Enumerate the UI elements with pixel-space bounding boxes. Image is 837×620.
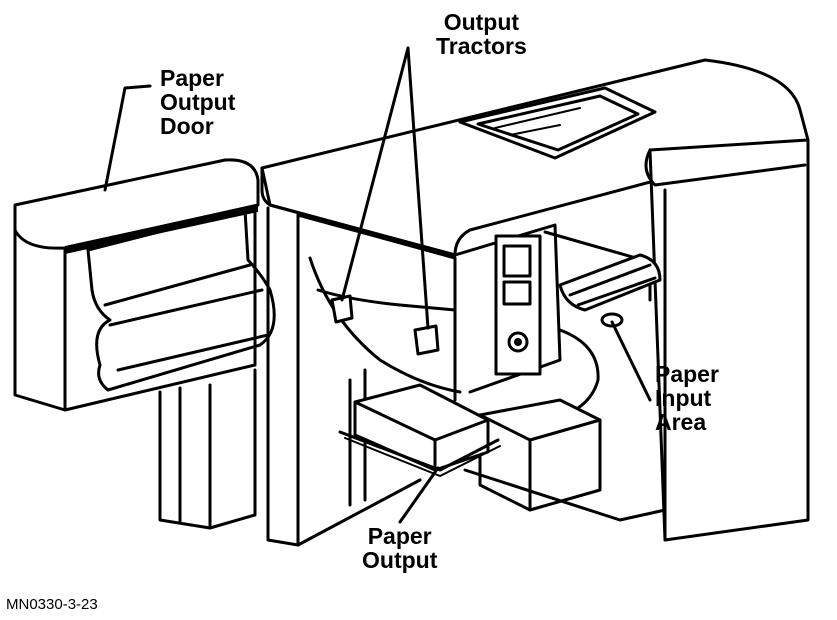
printer-main-cabinet bbox=[260, 58, 810, 542]
leader-paper-output-door bbox=[103, 84, 152, 192]
label-line: Input bbox=[655, 385, 712, 411]
paper-output-stack bbox=[338, 383, 501, 477]
label-line: Tractors bbox=[436, 33, 527, 59]
label-paper-input-area: Paper Input Area bbox=[655, 362, 719, 434]
leader-output-tractors-right bbox=[406, 46, 430, 330]
label-line: Paper bbox=[655, 361, 719, 387]
leader-output-tractors-left bbox=[340, 46, 410, 302]
printer-front-frame bbox=[266, 206, 462, 547]
label-line: Door bbox=[160, 113, 214, 139]
label-line: Output bbox=[160, 89, 236, 115]
label-line: Paper bbox=[160, 65, 224, 91]
figure-id: MN0330-3-23 bbox=[6, 596, 98, 613]
leader-paper-input-area bbox=[610, 320, 652, 402]
label-line: Output bbox=[443, 9, 520, 35]
label-line: Area bbox=[655, 409, 707, 435]
label-paper-output-door: Paper Output Door bbox=[160, 66, 235, 138]
label-line: Output bbox=[362, 547, 438, 573]
leader-paper-output bbox=[398, 466, 440, 524]
leader-lines bbox=[103, 46, 652, 524]
label-paper-output: Paper Output bbox=[362, 524, 437, 572]
label-output-tractors: Output Tractors bbox=[436, 10, 527, 58]
label-line: Paper bbox=[367, 523, 432, 549]
paper-input-mechanism bbox=[463, 230, 667, 522]
paper-output-door-cabinet bbox=[13, 158, 276, 530]
